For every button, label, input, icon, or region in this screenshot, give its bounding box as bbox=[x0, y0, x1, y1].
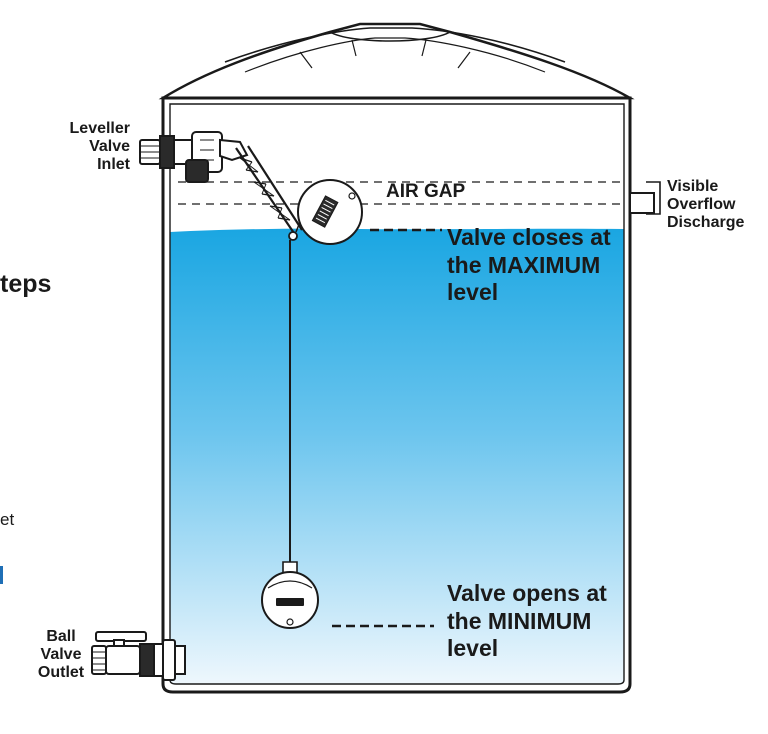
cropped-heading-fragment: teps bbox=[0, 270, 52, 298]
max-detail-circle bbox=[295, 179, 363, 245]
lever-arm bbox=[235, 145, 303, 237]
tank-inner-wall bbox=[169, 103, 625, 685]
overflow-outlet bbox=[629, 181, 661, 215]
valve-closes-label: Valve closes at the MAXIMUM level bbox=[447, 224, 611, 306]
tank-roof bbox=[158, 22, 635, 100]
overflow-discharge-label: Visible Overflow Discharge bbox=[667, 178, 745, 231]
ball-valve-outlet-label: Ball Valve Outlet bbox=[37, 628, 85, 681]
float-switch bbox=[261, 561, 319, 629]
leveller-valve-inlet-label: Leveller Valve Inlet bbox=[69, 120, 130, 173]
cropped-text-fragment: et bbox=[0, 510, 15, 529]
air-gap-lines bbox=[178, 181, 624, 205]
lever-pivot bbox=[288, 231, 298, 241]
ball-valve-assembly bbox=[91, 631, 186, 681]
air-gap-label: AIR GAP bbox=[386, 181, 466, 202]
leveller-valve-assembly bbox=[139, 131, 249, 183]
valve-opens-label: Valve opens at the MINIMUM level bbox=[447, 580, 607, 662]
cropped-accent-bar bbox=[0, 566, 3, 584]
